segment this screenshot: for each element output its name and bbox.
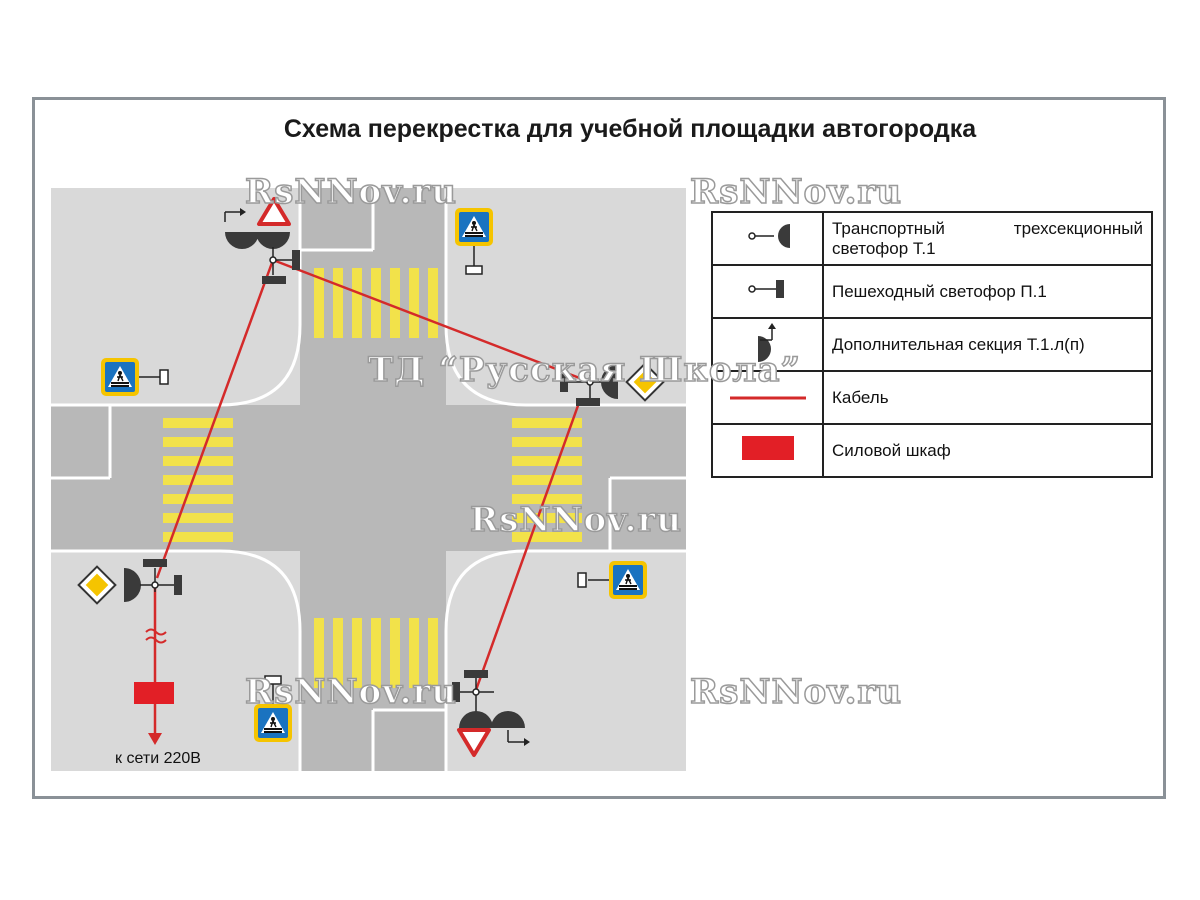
legend-label: Кабель	[822, 370, 1153, 425]
legend-symbol-cell	[711, 423, 824, 478]
zebra-left	[163, 418, 233, 542]
pedestrian-light-icon	[747, 280, 784, 298]
legend-label: Транспортный трехсекционный светофор Т.1	[822, 211, 1153, 266]
power-cabinet-icon	[741, 436, 794, 460]
zebra-right	[512, 418, 582, 542]
zebra-top	[314, 268, 438, 338]
cable-lines	[153, 258, 591, 691]
road-horizontal	[51, 405, 686, 551]
pedestrian-crossing-sign-right	[608, 560, 648, 600]
extra-section-icon	[757, 323, 776, 362]
legend-row: Кабель	[711, 370, 1153, 425]
power-cabinet	[134, 682, 174, 704]
traffic-light-bottom-right	[452, 670, 530, 757]
pedestrian-crossing-sign-top	[454, 207, 494, 247]
traffic-light-icon	[747, 224, 790, 248]
legend-label: Пешеходный светофор П.1	[822, 264, 1153, 319]
legend-label: Дополнительная секция Т.1.л(п)	[822, 317, 1153, 372]
traffic-light-bottom-left	[77, 559, 182, 605]
legend-symbol-cell	[711, 370, 824, 425]
legend-label: Силовой шкаф	[822, 423, 1153, 478]
zebra-bottom	[314, 618, 438, 688]
legend-row: Дополнительная секция Т.1.л(п)	[711, 317, 1153, 372]
legend-symbol-cell	[711, 211, 824, 266]
traffic-light-right	[560, 362, 665, 406]
legend-row: Пешеходный светофор П.1	[711, 264, 1153, 319]
pedestrian-crossing-sign-bottom	[253, 703, 293, 743]
cable-icon	[729, 396, 806, 399]
legend-table: Транспортный трехсекционный светофор Т.1…	[711, 211, 1153, 478]
legend-row: Транспортный трехсекционный светофор Т.1	[711, 211, 1153, 266]
power-label: к сети 220В	[115, 750, 201, 767]
legend-symbol-cell	[711, 264, 824, 319]
traffic-light-top-left	[224, 197, 300, 284]
legend-row: Силовой шкаф	[711, 423, 1153, 478]
pedestrian-crossing-sign-left	[100, 357, 140, 397]
page-title: Схема перекрестка для учебной площадки а…	[283, 115, 977, 143]
legend-symbol-cell	[711, 317, 824, 372]
